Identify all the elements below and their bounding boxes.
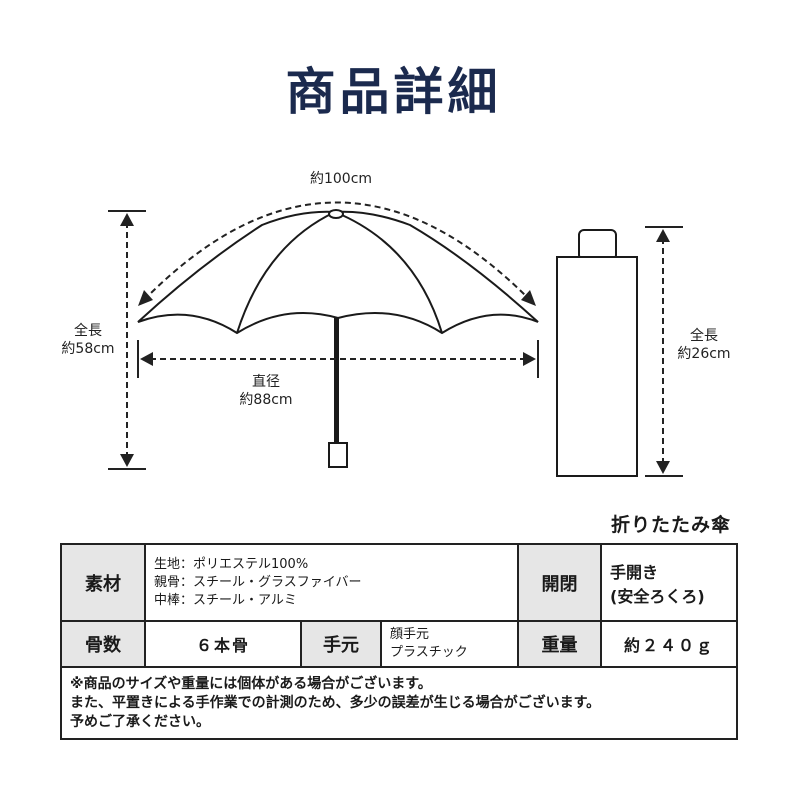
note-line: ※商品のサイズや重量には個体がある場合がございます。 <box>70 675 432 692</box>
spec-row-material: 素材 生地：ポリエステル100% 親骨：スチール・グラスファイバー 中棒：スチー… <box>60 543 739 622</box>
diameter-label: 直径 約88cm <box>226 373 306 409</box>
handle-value: 顔手元 プラスチック <box>379 620 520 668</box>
opening-value: 手開き (安全ろくろ) <box>600 543 739 622</box>
spec-table: 素材 生地：ポリエステル100% 親骨：スチール・グラスファイバー 中棒：スチー… <box>59 543 739 740</box>
note-line: また、平置きによる手作業での計測のため、多少の誤差が生じる場合がございます。 <box>70 694 601 711</box>
open-umbrella-icon <box>137 209 539 468</box>
opening-label: 開閉 <box>517 543 603 622</box>
folded-length-caption: 全長 <box>690 328 718 344</box>
material-value: 生地：ポリエステル100% 親骨：スチール・グラスファイバー 中棒：スチール・ア… <box>143 543 520 622</box>
material-line: 親骨：スチール・グラスファイバー <box>154 574 362 590</box>
folded-length-label: 全長 約26cm <box>664 327 744 363</box>
weight-value: 約２４０ｇ <box>600 620 739 668</box>
folded-length-dimension <box>645 226 683 477</box>
product-type-heading: 折りたたみ傘 <box>610 514 731 536</box>
open-length-value: 約58cm <box>61 341 115 357</box>
handle-line: 顔手元 <box>390 627 430 642</box>
arc-width-label: 約100cm <box>309 171 373 187</box>
page-title: 商品詳細 <box>285 63 502 121</box>
diameter-value: 約88cm <box>239 392 293 408</box>
opening-line: (安全ろくろ) <box>610 586 705 606</box>
spec-row-notes: ※商品のサイズや重量には個体がある場合がございます。 また、平置きによる手作業で… <box>59 666 739 740</box>
weight-label: 重量 <box>517 620 603 668</box>
open-length-dimension <box>108 210 146 470</box>
ribs-value: ６本骨 <box>144 620 302 668</box>
handle-line: プラスチック <box>390 645 468 660</box>
diameter-caption: 直径 <box>252 374 280 390</box>
folded-length-value: 約26cm <box>677 346 731 362</box>
diameter-dimension <box>137 340 539 378</box>
spec-row-ribs: 骨数 ６本骨 手元 顔手元 プラスチック 重量 約２４０ｇ <box>60 620 739 668</box>
opening-line: 手開き <box>610 562 659 582</box>
material-label: 素材 <box>60 543 146 622</box>
open-length-label: 全長 約58cm <box>48 322 128 358</box>
material-line: 生地：ポリエステル100% <box>154 556 309 572</box>
folded-umbrella-icon <box>556 229 638 477</box>
ribs-label: 骨数 <box>60 620 146 668</box>
note-line: 予めご了承ください。 <box>70 713 210 730</box>
open-length-caption: 全長 <box>74 323 102 339</box>
handle-label: 手元 <box>300 620 382 668</box>
material-line: 中棒：スチール・アルミ <box>154 592 297 608</box>
notes-cell: ※商品のサイズや重量には個体がある場合がございます。 また、平置きによる手作業で… <box>59 666 739 740</box>
arc-width-dimension <box>138 201 536 306</box>
